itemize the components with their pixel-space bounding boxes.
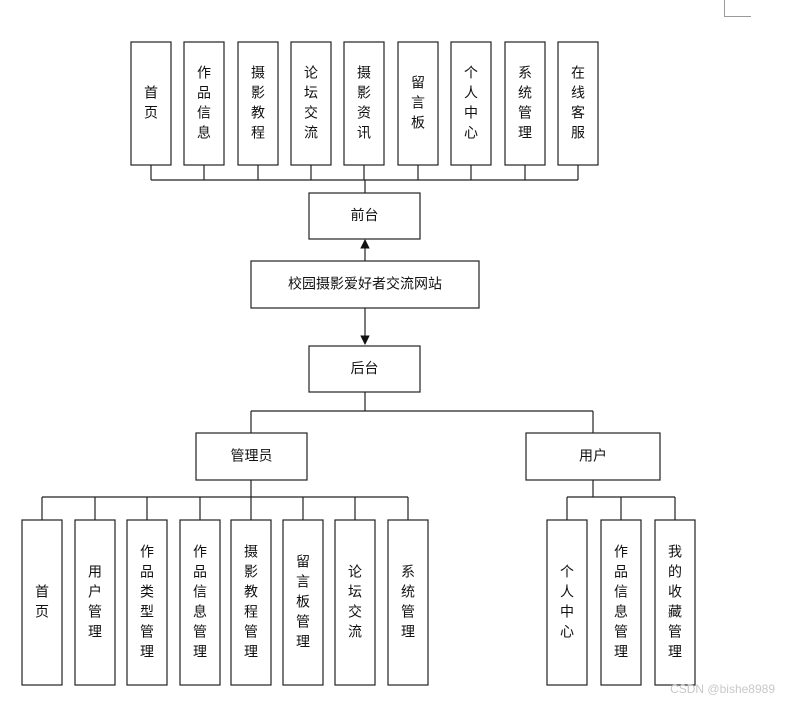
admin-item-5-label: 留言板管理 — [296, 555, 310, 651]
front-item-4: 摄影资讯 — [343, 41, 385, 166]
front-item-0-box — [130, 41, 172, 166]
user-item-2-box — [654, 519, 696, 686]
admin-box-label: 管理员 — [231, 449, 273, 465]
admin-item-1-label: 用户管理 — [88, 565, 102, 641]
admin-item-2-label: 作品类型管理 — [140, 545, 154, 661]
back-box-box — [308, 345, 421, 393]
diagram-nodes: 首页作品信息摄影教程论坛交流摄影资讯留言板个人中心系统管理在线客服前台校园摄影爱… — [21, 41, 696, 686]
admin-item-7-label: 系统管理 — [401, 565, 415, 641]
front-item-2-box — [237, 41, 279, 166]
user-item-2-label: 我的收藏管理 — [668, 545, 682, 661]
connector-lines — [41, 165, 676, 520]
watermark-text: CSDN @bishe8989 — [670, 682, 775, 696]
front-item-4-box — [343, 41, 385, 166]
user-box: 用户 — [525, 432, 661, 481]
admin-item-6-label: 论坛交流 — [348, 565, 362, 641]
admin-item-0: 首页 — [21, 519, 63, 686]
front-item-8-box — [557, 41, 599, 166]
front-item-5-label: 留言板 — [411, 76, 425, 132]
admin-item-6-box — [334, 519, 376, 686]
user-box-box — [525, 432, 661, 481]
admin-item-5: 留言板管理 — [282, 519, 324, 686]
front-item-2: 摄影教程 — [237, 41, 279, 166]
user-item-0: 个人中心 — [546, 519, 588, 686]
admin-item-4-box — [230, 519, 272, 686]
front-item-3: 论坛交流 — [290, 41, 332, 166]
admin-item-5-box — [282, 519, 324, 686]
front-box-label: 前台 — [351, 207, 379, 224]
title-box: 校园摄影爱好者交流网站 — [250, 260, 480, 309]
front-item-7-box — [504, 41, 546, 166]
front-item-4-label: 摄影资讯 — [357, 66, 371, 142]
admin-item-3: 作品信息管理 — [179, 519, 221, 686]
user-item-0-label: 个人中心 — [560, 565, 574, 641]
front-item-6: 个人中心 — [450, 41, 492, 166]
user-item-1: 作品信息管理 — [600, 519, 642, 686]
user-item-1-box — [600, 519, 642, 686]
user-box-label: 用户 — [579, 448, 607, 465]
front-item-5: 留言板 — [397, 41, 439, 166]
admin-item-3-label: 作品信息管理 — [193, 545, 207, 661]
title-box-label: 校园摄影爱好者交流网站 — [288, 276, 442, 293]
admin-item-2-box — [126, 519, 168, 686]
front-item-7: 系统管理 — [504, 41, 546, 166]
corner-bracket-mark — [724, 0, 751, 17]
front-item-8-label: 在线客服 — [571, 66, 585, 142]
front-item-1: 作品信息 — [183, 41, 225, 166]
front-item-2-label: 摄影教程 — [251, 66, 265, 142]
front-item-7-label: 系统管理 — [518, 66, 532, 142]
admin-item-1: 用户管理 — [74, 519, 116, 686]
back-box-label: 后台 — [351, 361, 379, 377]
front-item-0-label: 首页 — [144, 86, 158, 122]
user-item-2: 我的收藏管理 — [654, 519, 696, 686]
admin-box-box — [195, 432, 308, 481]
front-item-6-box — [450, 41, 492, 166]
admin-box: 管理员 — [195, 432, 308, 481]
user-item-1-label: 作品信息管理 — [614, 545, 628, 661]
front-item-6-label: 个人中心 — [464, 66, 478, 142]
admin-item-7-box — [387, 519, 429, 686]
title-box-box — [250, 260, 480, 309]
admin-item-4-label: 摄影教程管理 — [244, 545, 258, 661]
front-item-3-box — [290, 41, 332, 166]
admin-item-2: 作品类型管理 — [126, 519, 168, 686]
admin-item-0-box — [21, 519, 63, 686]
admin-item-1-box — [74, 519, 116, 686]
user-item-0-box — [546, 519, 588, 686]
front-box: 前台 — [308, 192, 421, 240]
front-item-5-box — [397, 41, 439, 166]
admin-item-4: 摄影教程管理 — [230, 519, 272, 686]
admin-item-0-label: 首页 — [35, 585, 49, 621]
back-box: 后台 — [308, 345, 421, 393]
admin-item-6: 论坛交流 — [334, 519, 376, 686]
front-item-1-box — [183, 41, 225, 166]
front-box-box — [308, 192, 421, 240]
front-item-8: 在线客服 — [557, 41, 599, 166]
admin-item-3-box — [179, 519, 221, 686]
front-item-3-label: 论坛交流 — [304, 66, 318, 142]
admin-item-7: 系统管理 — [387, 519, 429, 686]
front-item-1-label: 作品信息 — [197, 66, 211, 142]
front-item-0: 首页 — [130, 41, 172, 166]
